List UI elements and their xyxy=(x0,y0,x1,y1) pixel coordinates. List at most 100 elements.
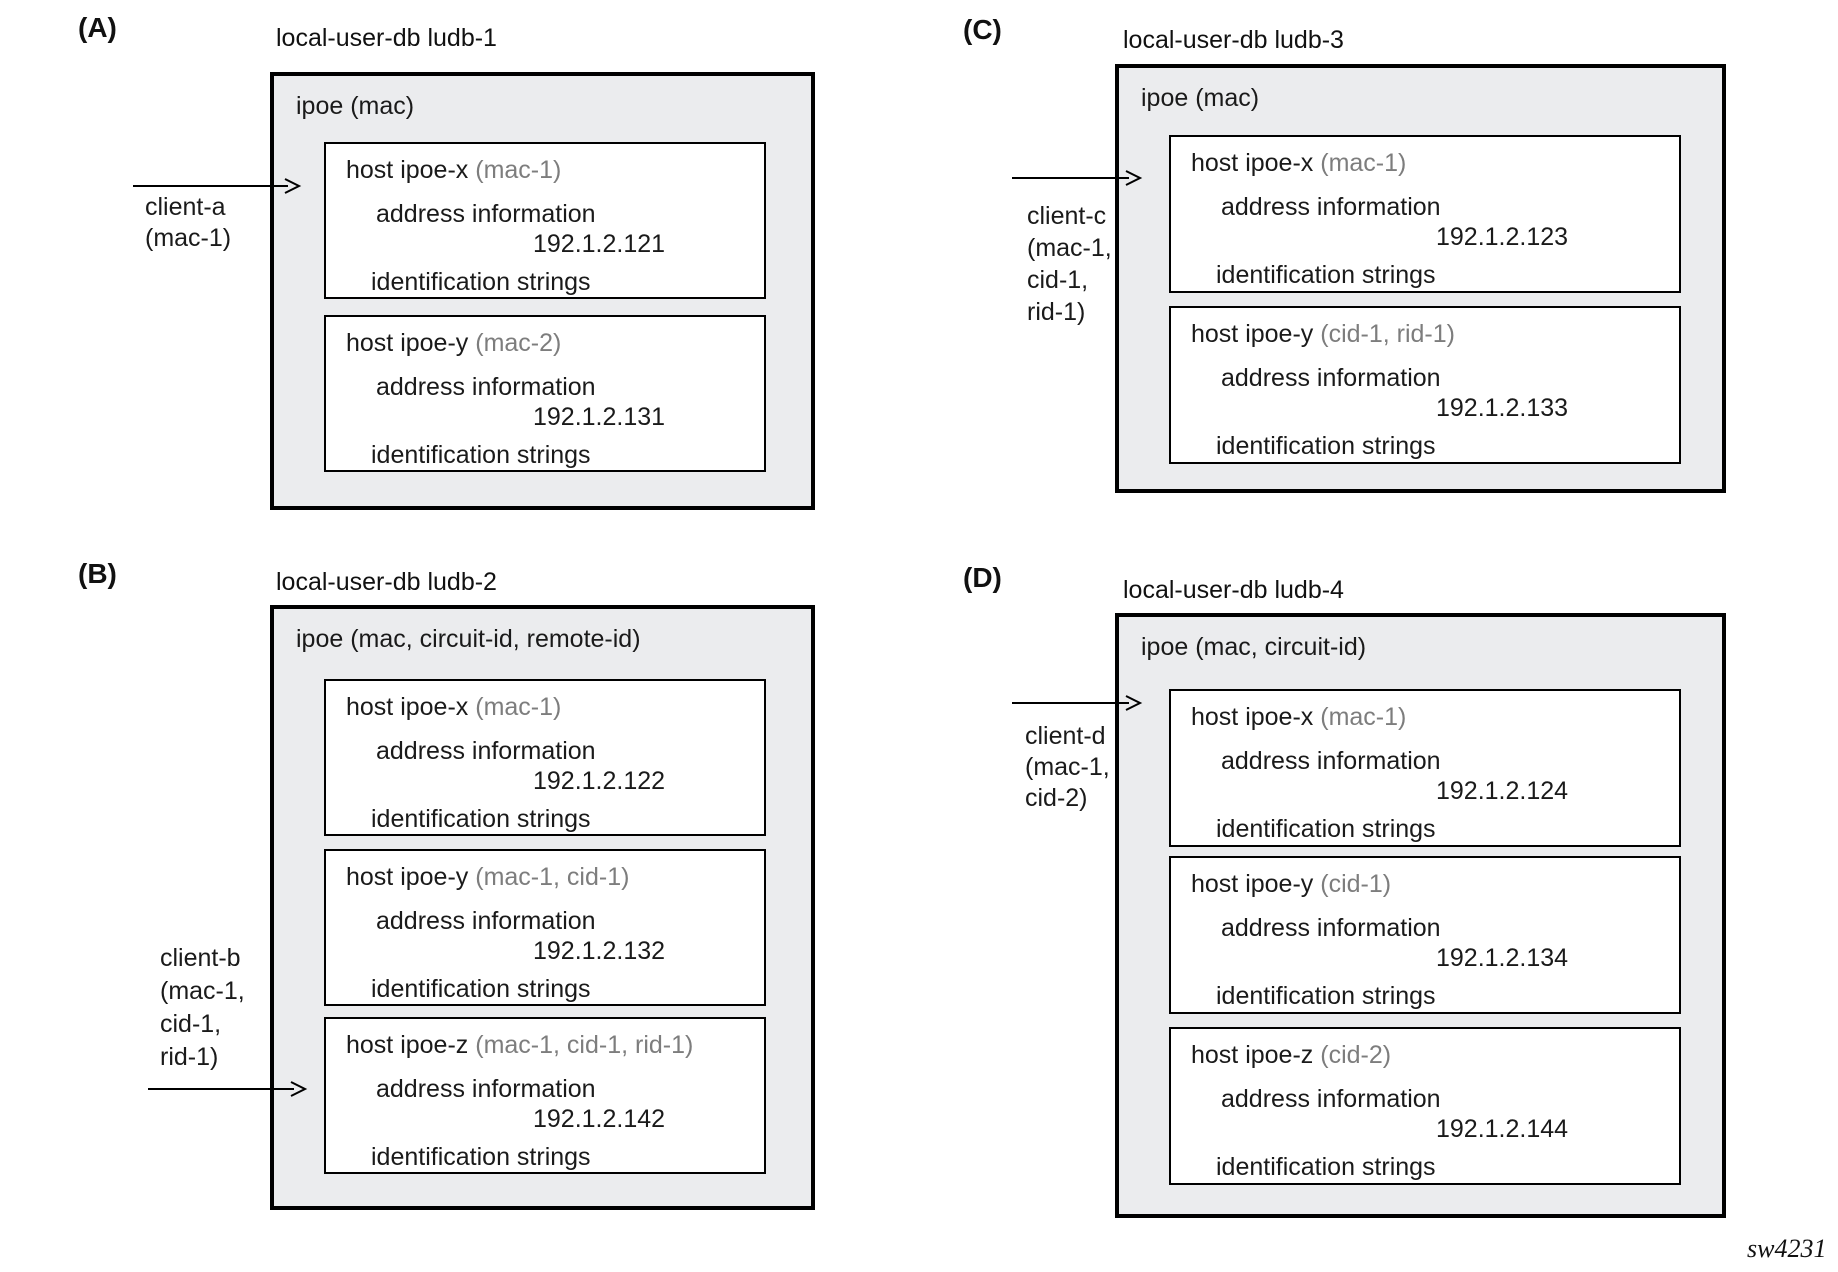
host-name-text: host ipoe-x xyxy=(1191,703,1314,731)
host-name-text: host ipoe-x xyxy=(1191,149,1314,177)
panel-b-label: (B) xyxy=(78,558,117,589)
identification-strings-label: identification strings xyxy=(371,975,591,1003)
identification-strings-label: identification strings xyxy=(371,1143,591,1171)
client-label-line: client-d xyxy=(1025,722,1106,750)
address-information-label: address information xyxy=(1221,193,1441,221)
client-label-line: cid-1, xyxy=(1027,266,1089,294)
client-label-line: (mac-1) xyxy=(145,224,232,252)
client-d-label: client-d (mac-1, cid-2) xyxy=(1025,721,1110,814)
client-label-line: (mac-1, xyxy=(160,977,245,1005)
address-information-label: address information xyxy=(1221,1085,1441,1113)
address-information-label: address information xyxy=(376,200,596,228)
panel-d-ipoe-header: ipoe (mac, circuit-id) xyxy=(1141,633,1367,661)
identification-strings-label: identification strings xyxy=(1216,432,1436,460)
identification-strings-label: identification strings xyxy=(371,268,591,296)
host-ip-address: 192.1.2.121 xyxy=(533,230,666,258)
host-name-text: host ipoe-y xyxy=(1191,320,1314,348)
host-match-criteria: (mac-1, cid-1) xyxy=(475,863,630,891)
address-information-label: address information xyxy=(376,1075,596,1103)
identification-strings-label: identification strings xyxy=(1216,1153,1436,1181)
host-name-text: host ipoe-x xyxy=(346,693,469,721)
host-name: host ipoe-y (cid-1) xyxy=(1191,870,1391,898)
client-label-line: client-a xyxy=(145,193,226,221)
host-name: host ipoe-x (mac-1) xyxy=(346,156,561,184)
panel-d-host-ipoe-x: host ipoe-x (mac-1) address information … xyxy=(1169,689,1681,847)
host-match-criteria: (mac-1, cid-1, rid-1) xyxy=(475,1031,694,1059)
client-label-line: cid-1, xyxy=(160,1010,222,1038)
host-name: host ipoe-y (cid-1, rid-1) xyxy=(1191,320,1455,348)
host-name-text: host ipoe-y xyxy=(1191,870,1314,898)
client-label-line: rid-1) xyxy=(160,1043,219,1071)
host-ip-address: 192.1.2.134 xyxy=(1436,944,1569,972)
host-name: host ipoe-z (cid-2) xyxy=(1191,1041,1391,1069)
panel-a-host-ipoe-y: host ipoe-y (mac-2) address information … xyxy=(324,315,766,472)
panel-b-ipoe-header: ipoe (mac, circuit-id, remote-id) xyxy=(296,625,641,653)
host-ip-address: 192.1.2.132 xyxy=(533,937,666,965)
panel-c-ludb-box: ipoe (mac) host ipoe-x (mac-1) address i… xyxy=(1115,64,1726,493)
host-name: host ipoe-z (mac-1, cid-1, rid-1) xyxy=(346,1031,693,1059)
panel-d-host-ipoe-y: host ipoe-y (cid-1) address information … xyxy=(1169,856,1681,1014)
panel-b-host-ipoe-y: host ipoe-y (mac-1, cid-1) address infor… xyxy=(324,849,766,1006)
panel-b-db-title: local-user-db ludb-2 xyxy=(276,568,497,596)
panel-c-label: (C) xyxy=(963,14,1002,45)
host-name-text: host ipoe-x xyxy=(346,156,469,184)
client-label-line: client-c xyxy=(1027,202,1107,230)
host-name: host ipoe-y (mac-1, cid-1) xyxy=(346,863,629,891)
panel-b-ludb-box: ipoe (mac, circuit-id, remote-id) host i… xyxy=(270,605,815,1210)
host-name: host ipoe-x (mac-1) xyxy=(1191,149,1406,177)
client-label-line: client-b xyxy=(160,944,241,972)
client-b-arrow xyxy=(148,1081,308,1097)
host-match-criteria: (mac-1) xyxy=(1320,703,1407,731)
panel-a-label: (A) xyxy=(78,12,117,43)
panel-b-host-ipoe-z: host ipoe-z (mac-1, cid-1, rid-1) addres… xyxy=(324,1017,766,1174)
client-c-label: client-c (mac-1, cid-1, rid-1) xyxy=(1027,200,1112,328)
panel-a-db-title: local-user-db ludb-1 xyxy=(276,24,497,52)
address-information-label: address information xyxy=(1221,747,1441,775)
client-label-line: rid-1) xyxy=(1027,298,1086,326)
panel-d-label: (D) xyxy=(963,562,1002,593)
client-b-label: client-b (mac-1, cid-1, rid-1) xyxy=(160,942,245,1074)
client-label-line: (mac-1, xyxy=(1025,753,1110,781)
address-information-label: address information xyxy=(376,907,596,935)
panel-c-ipoe-header: ipoe (mac) xyxy=(1141,84,1260,112)
host-ip-address: 192.1.2.123 xyxy=(1436,223,1569,251)
address-information-label: address information xyxy=(1221,364,1441,392)
identification-strings-label: identification strings xyxy=(1216,815,1436,843)
client-label-line: (mac-1, xyxy=(1027,234,1112,262)
host-ip-address: 192.1.2.131 xyxy=(533,403,666,431)
host-ip-address: 192.1.2.122 xyxy=(533,767,666,795)
host-ip-address: 192.1.2.124 xyxy=(1436,777,1569,805)
host-ip-address: 192.1.2.142 xyxy=(533,1105,666,1133)
panel-d-host-ipoe-z: host ipoe-z (cid-2) address information … xyxy=(1169,1027,1681,1185)
host-name: host ipoe-x (mac-1) xyxy=(346,693,561,721)
panel-a-host-ipoe-x: host ipoe-x (mac-1) address information … xyxy=(324,142,766,299)
host-name-text: host ipoe-y xyxy=(346,329,469,357)
host-match-criteria: (cid-2) xyxy=(1320,1041,1392,1069)
host-name-text: host ipoe-z xyxy=(346,1031,469,1059)
client-label-line: cid-2) xyxy=(1025,784,1088,812)
host-name: host ipoe-x (mac-1) xyxy=(1191,703,1406,731)
figure-watermark: sw4231 xyxy=(1747,1234,1827,1263)
panel-a-ludb-box: ipoe (mac) host ipoe-x (mac-1) address i… xyxy=(270,72,815,510)
host-match-criteria: (mac-1) xyxy=(1320,149,1407,177)
panel-b-host-ipoe-x: host ipoe-x (mac-1) address information … xyxy=(324,679,766,836)
identification-strings-label: identification strings xyxy=(1216,261,1436,289)
host-name: host ipoe-y (mac-2) xyxy=(346,329,561,357)
identification-strings-label: identification strings xyxy=(371,805,591,833)
address-information-label: address information xyxy=(1221,914,1441,942)
panel-d-db-title: local-user-db ludb-4 xyxy=(1123,576,1344,604)
panel-a-ipoe-header: ipoe (mac) xyxy=(296,92,415,120)
host-match-criteria: (mac-2) xyxy=(475,329,562,357)
host-ip-address: 192.1.2.133 xyxy=(1436,394,1569,422)
identification-strings-label: identification strings xyxy=(1216,982,1436,1010)
panel-d-ludb-box: ipoe (mac, circuit-id) host ipoe-x (mac-… xyxy=(1115,613,1726,1218)
host-name-text: host ipoe-z xyxy=(1191,1041,1314,1069)
identification-strings-label: identification strings xyxy=(371,441,591,469)
address-information-label: address information xyxy=(376,737,596,765)
panel-c-host-ipoe-y: host ipoe-y (cid-1, rid-1) address infor… xyxy=(1169,306,1681,464)
host-match-criteria: (mac-1) xyxy=(475,156,562,184)
panel-c-db-title: local-user-db ludb-3 xyxy=(1123,26,1344,54)
panel-c-host-ipoe-x: host ipoe-x (mac-1) address information … xyxy=(1169,135,1681,293)
host-match-criteria: (cid-1) xyxy=(1320,870,1392,898)
